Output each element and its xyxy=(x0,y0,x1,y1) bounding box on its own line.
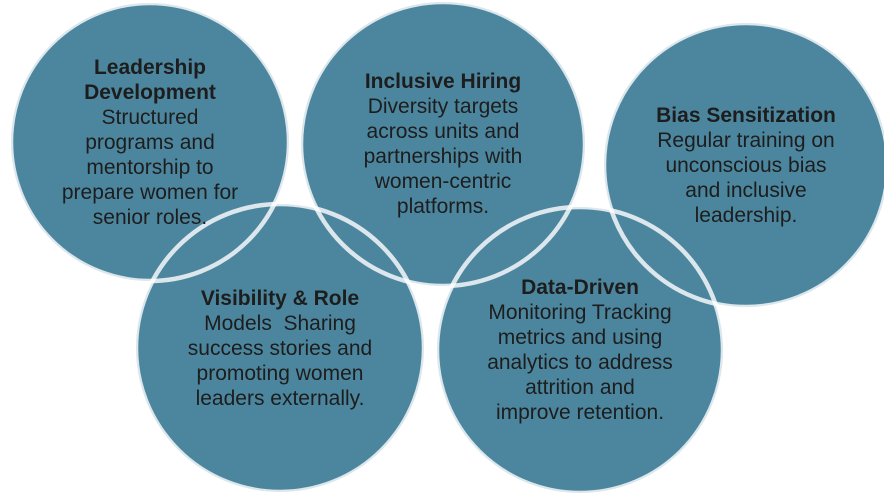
circle-outline-bias-sensitization xyxy=(601,20,884,310)
circle-outline-data-driven-monitoring xyxy=(434,204,726,496)
circle-fill-visibility-role-models xyxy=(136,204,424,492)
circle-fill-inclusive-hiring xyxy=(301,2,585,286)
circle-outline-visibility-role-models xyxy=(133,201,427,495)
circle-fill-data-driven-monitoring xyxy=(437,207,723,493)
circle-outline-inclusive-hiring xyxy=(298,0,588,289)
circle-fill-bias-sensitization xyxy=(604,23,884,307)
circle-fill-leadership-development xyxy=(11,3,289,281)
